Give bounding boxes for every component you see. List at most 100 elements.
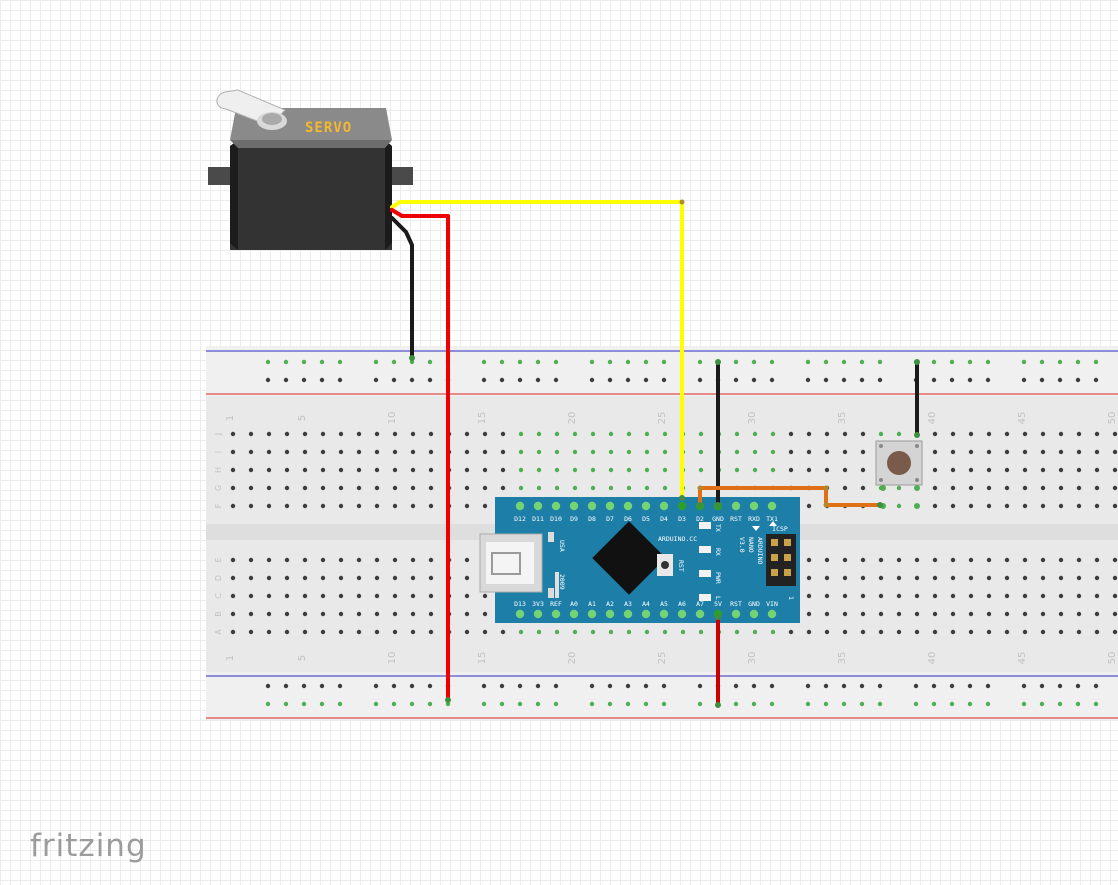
nano-top-pin-label: D2 [696, 515, 704, 523]
rail-hole [265, 701, 271, 707]
column-number: 40 [927, 412, 938, 425]
nano-top-pin [587, 501, 597, 511]
terminal-hole [1094, 503, 1100, 509]
terminal-hole [752, 467, 758, 473]
nano-top-pin [515, 501, 525, 511]
rail-hole [967, 683, 973, 689]
terminal-hole [230, 467, 236, 473]
column-number: 5 [297, 655, 308, 661]
rail-hole [1093, 377, 1099, 383]
terminal-hole [878, 575, 884, 581]
terminal-hole [536, 467, 542, 473]
terminal-hole [860, 431, 866, 437]
terminal-hole [950, 611, 956, 617]
pushbutton-cap [887, 451, 911, 475]
terminal-hole [464, 503, 470, 509]
terminal-hole [914, 629, 920, 635]
rail-hole [733, 683, 739, 689]
terminal-hole [230, 431, 236, 437]
terminal-hole [662, 629, 668, 635]
rail-hole [607, 377, 613, 383]
terminal-hole [518, 467, 524, 473]
rail-hole [427, 359, 433, 365]
terminal-hole [806, 503, 812, 509]
terminal-hole [1040, 575, 1046, 581]
terminal-hole [1040, 431, 1046, 437]
nano-model-label: NANO [747, 537, 755, 553]
terminal-hole [896, 611, 902, 617]
column-number: 35 [837, 652, 848, 665]
terminal-hole [1112, 485, 1118, 491]
terminal-hole [950, 575, 956, 581]
rail-hole [1021, 359, 1027, 365]
terminal-hole [914, 575, 920, 581]
icsp-pin [771, 539, 778, 546]
terminal-hole [986, 467, 992, 473]
terminal-hole [284, 503, 290, 509]
terminal-hole [410, 593, 416, 599]
nano-top-pin-label: D4 [660, 515, 668, 523]
servo-label: SERVO [305, 120, 352, 136]
terminal-hole [356, 467, 362, 473]
rail-hole [823, 359, 829, 365]
terminal-hole [338, 431, 344, 437]
terminal-hole [410, 575, 416, 581]
terminal-hole [320, 611, 326, 617]
rail-hole [391, 377, 397, 383]
terminal-hole [698, 629, 704, 635]
terminal-hole [1076, 593, 1082, 599]
servo-motor: SERVO [208, 89, 413, 250]
terminal-hole [428, 503, 434, 509]
rail-hole [283, 683, 289, 689]
terminal-hole [428, 575, 434, 581]
terminal-hole [320, 431, 326, 437]
mini-usb-inner [486, 542, 534, 584]
rail-hole [643, 359, 649, 365]
terminal-hole [302, 557, 308, 563]
rail-hole [985, 359, 991, 365]
terminal-hole [1058, 629, 1064, 635]
nano-top-pin-label: D12 [514, 515, 526, 523]
terminal-hole [626, 431, 632, 437]
terminal-hole [374, 485, 380, 491]
rail-hole [1039, 683, 1045, 689]
terminal-hole [878, 629, 884, 635]
terminal-hole [428, 485, 434, 491]
status-led [699, 546, 711, 553]
rail-hole [823, 701, 829, 707]
nano-top-pin-label: D11 [532, 515, 544, 523]
terminal-hole [1076, 575, 1082, 581]
rail-hole [823, 377, 829, 383]
terminal-hole [968, 467, 974, 473]
terminal-hole [788, 431, 794, 437]
terminal-hole [230, 557, 236, 563]
terminal-hole [752, 431, 758, 437]
terminal-hole [248, 593, 254, 599]
terminal-hole [320, 485, 326, 491]
terminal-hole [968, 575, 974, 581]
terminal-hole [896, 503, 902, 509]
terminal-hole [338, 467, 344, 473]
terminal-hole [374, 467, 380, 473]
terminal-hole [1040, 485, 1046, 491]
nano-bottom-pin-label: A2 [606, 600, 614, 608]
terminal-hole [788, 449, 794, 455]
nano-top-pin-label: RXD [748, 515, 760, 523]
wire-servo-signal-to-d3 [390, 200, 684, 500]
rail-hole [1039, 377, 1045, 383]
terminal-hole [824, 593, 830, 599]
terminal-hole [374, 557, 380, 563]
rail-hole [337, 377, 343, 383]
rail-hole [823, 683, 829, 689]
terminal-hole [806, 611, 812, 617]
rail-hole [1021, 683, 1027, 689]
rail-hole [931, 701, 937, 707]
rail-hole [697, 359, 703, 365]
terminal-hole [392, 449, 398, 455]
terminal-hole [374, 629, 380, 635]
terminal-hole [1076, 467, 1082, 473]
nano-model-label: V3.0 [738, 537, 746, 553]
terminal-hole [878, 431, 884, 437]
servo-body-edge [230, 140, 238, 250]
terminal-hole [392, 611, 398, 617]
